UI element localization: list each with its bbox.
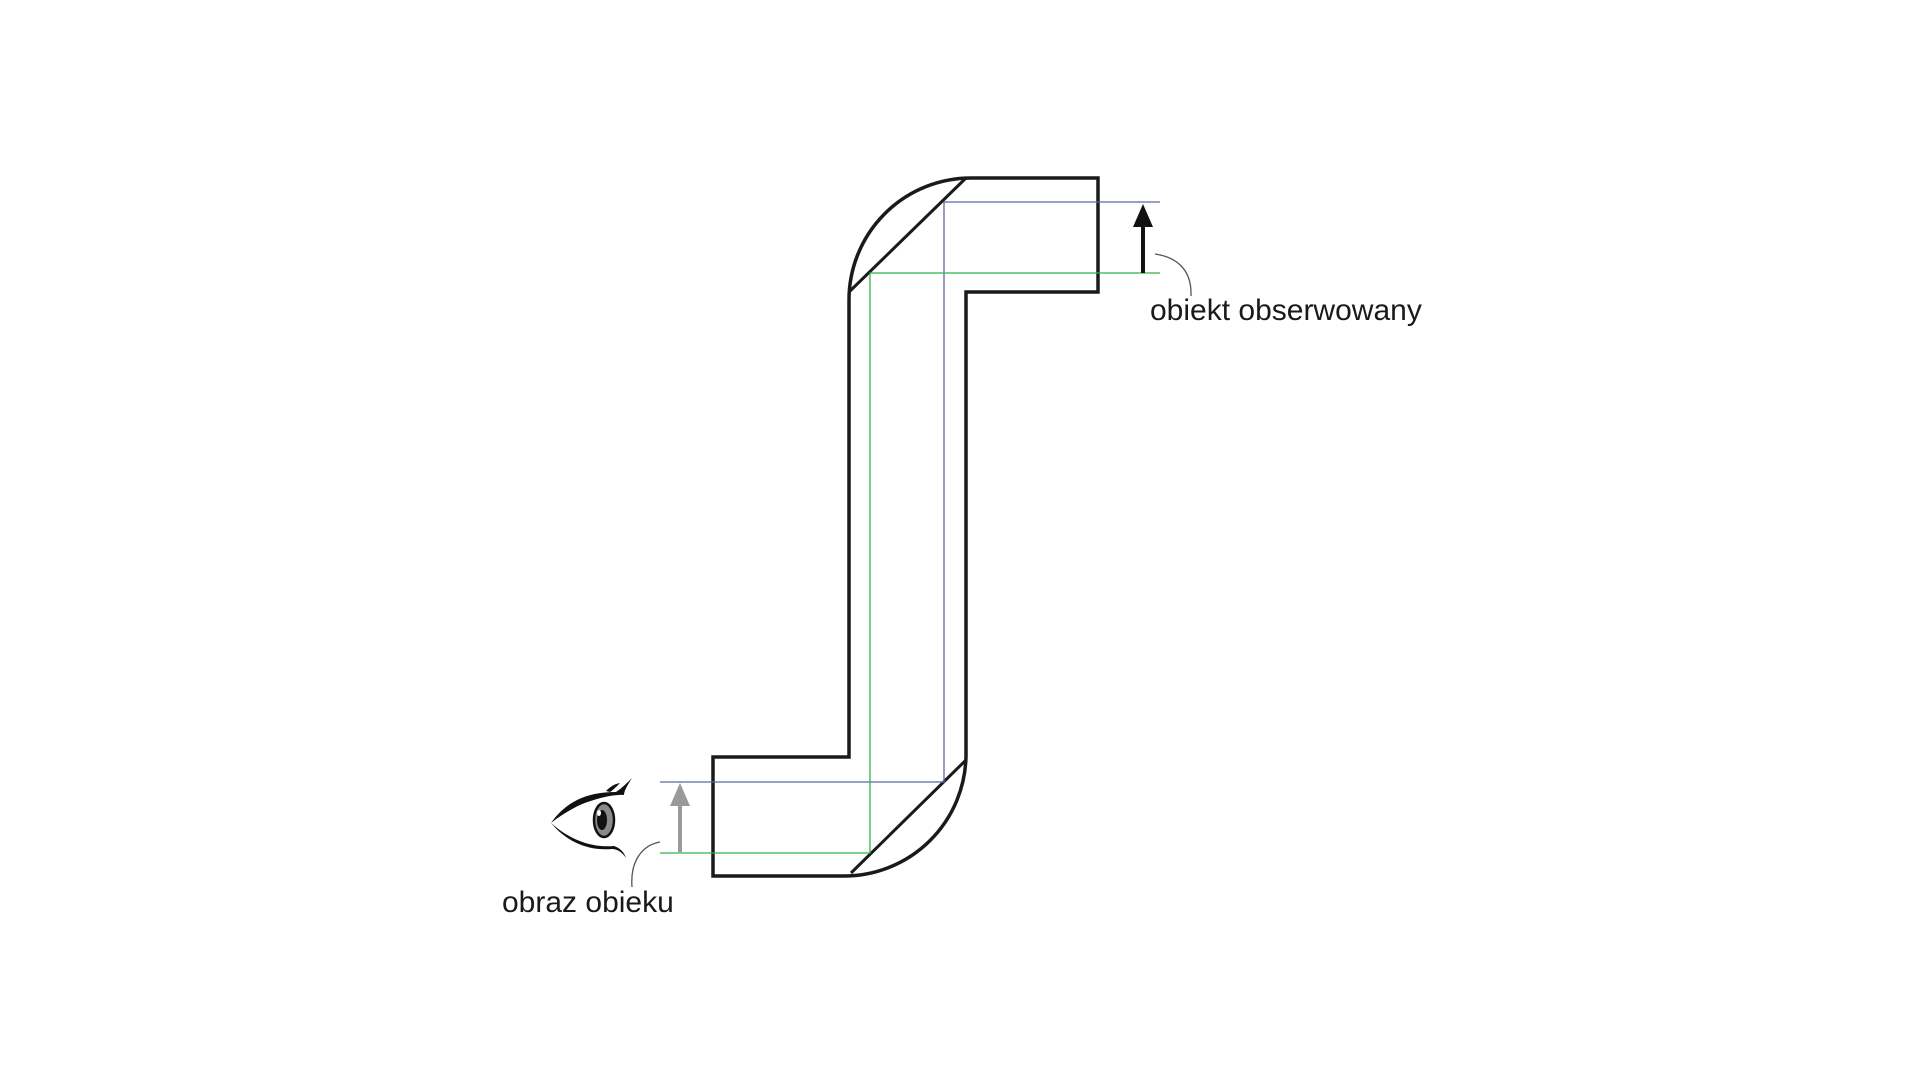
eye-icon <box>551 778 632 858</box>
object-image-label: obraz obieku <box>502 886 674 919</box>
object-image-leader <box>631 841 661 888</box>
lower-mirror <box>849 758 968 875</box>
upper-mirror <box>847 176 968 294</box>
object-image-arrow <box>670 783 690 852</box>
ray-green <box>660 272 1160 854</box>
periscope-body <box>711 176 1100 878</box>
observed-object-label: obiekt obserwowany <box>1150 294 1422 327</box>
observed-object-arrow <box>1133 204 1153 273</box>
observed-object-leader <box>1154 253 1192 297</box>
ray-blue <box>660 201 1160 783</box>
